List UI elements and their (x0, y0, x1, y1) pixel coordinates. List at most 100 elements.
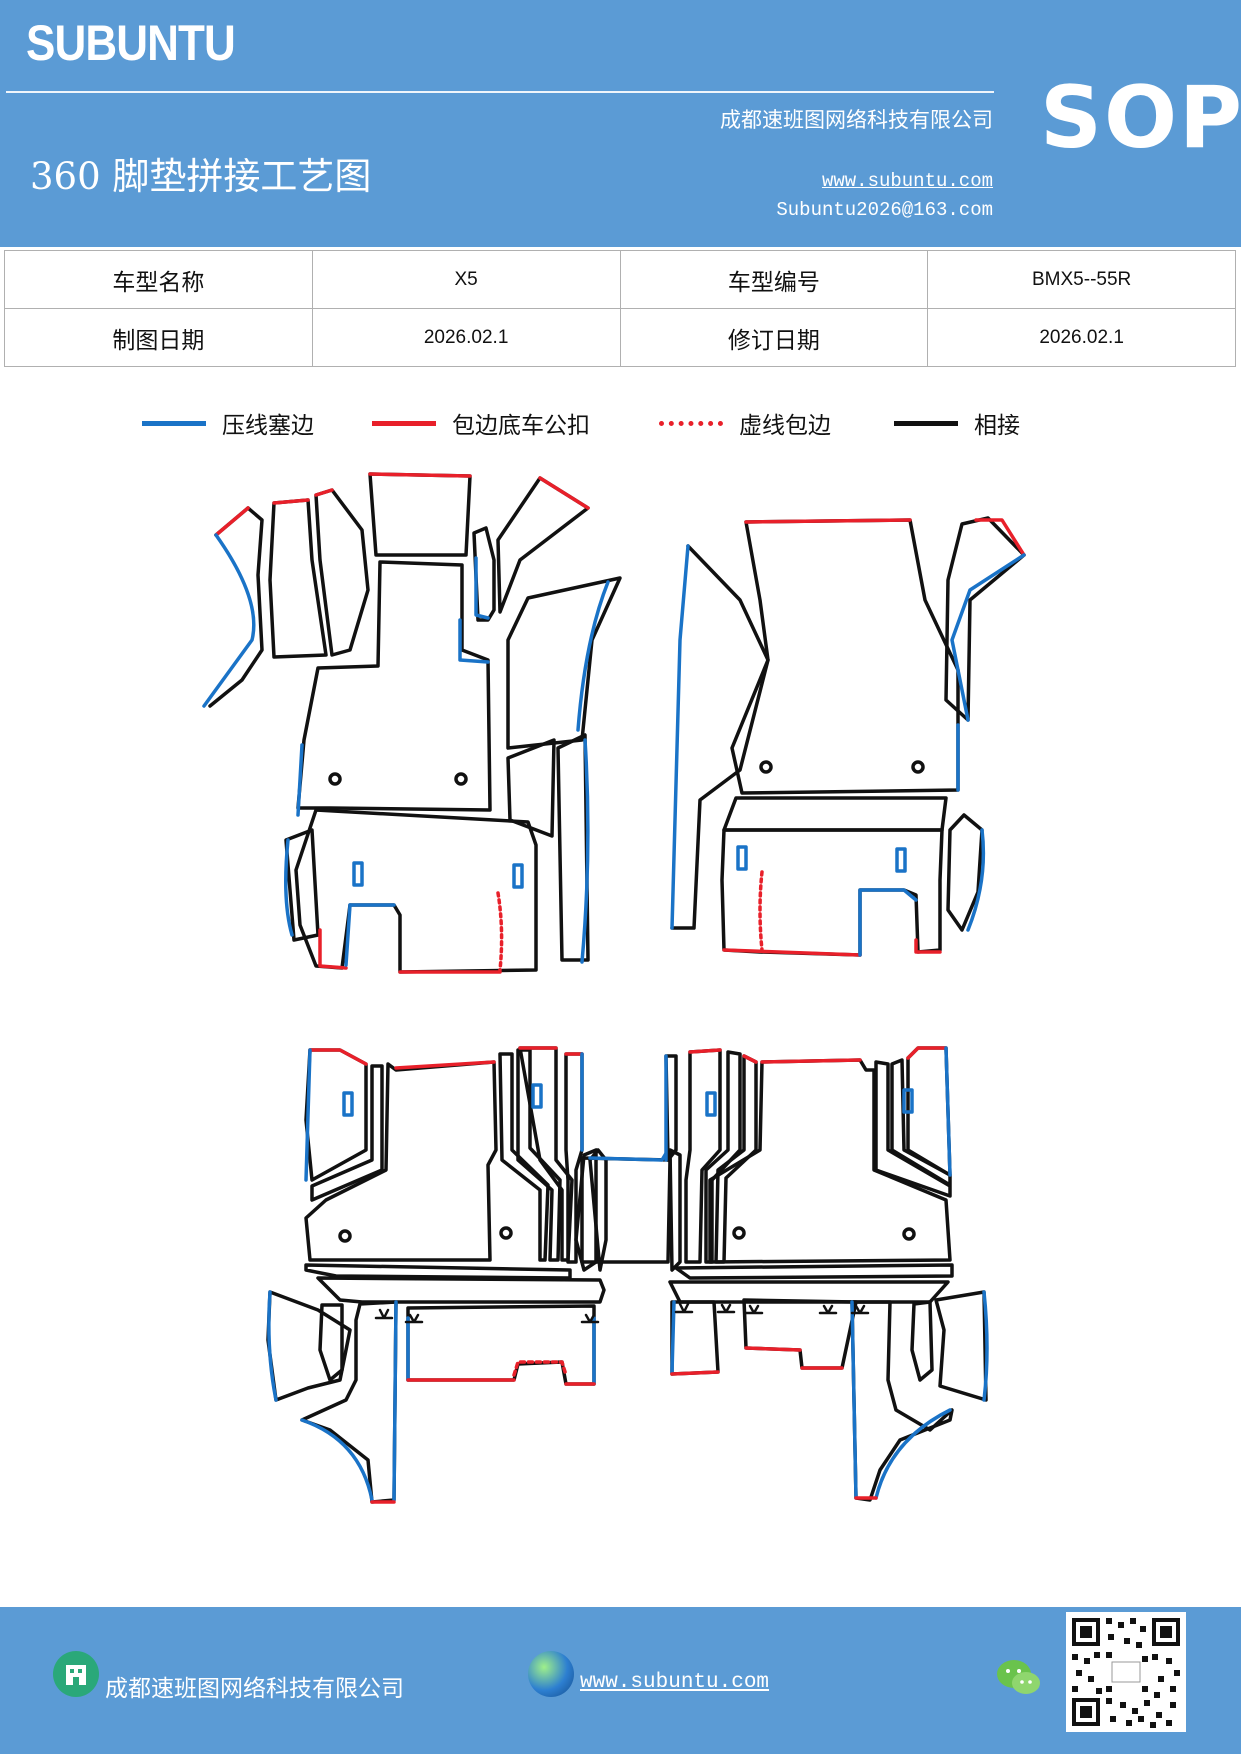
footer-company: 成都速班图网络科技有限公司 (105, 1676, 404, 1702)
mat-edge (944, 1046, 952, 1177)
mat-piece (294, 808, 538, 974)
mat-hole (338, 1229, 352, 1243)
mat-edge (272, 498, 310, 505)
legend-item-edge-buckle: 包边底车公扣 (372, 403, 590, 443)
page-title: 360 脚垫拼接工艺图 (30, 155, 372, 198)
legend-label: 压线塞边 (222, 413, 314, 439)
mat-edge (874, 1408, 952, 1500)
mat-edge (406, 1378, 596, 1386)
mat-edge (974, 518, 1026, 557)
mat-piece (850, 1300, 954, 1502)
mat-piece (310, 1064, 384, 1202)
mat-hole (499, 1226, 513, 1240)
revision-date-label: 修订日期 (619, 308, 929, 367)
mat-piece (668, 1148, 682, 1272)
header-divider (6, 91, 994, 93)
mat-piece (506, 576, 622, 750)
mat-piece (564, 1052, 584, 1264)
legend-item-joint: 相接 (894, 403, 1020, 443)
mat-edge (296, 743, 304, 817)
legend-label: 相接 (974, 413, 1020, 439)
mat-piece (472, 526, 496, 622)
mat-edge (580, 738, 590, 964)
mat-piece (304, 1060, 498, 1262)
mat-piece (944, 516, 1026, 722)
mat-piece (304, 1263, 572, 1280)
mat-edge (722, 948, 862, 957)
mat-slot (895, 847, 907, 873)
mat-edge (906, 1046, 948, 1060)
floor-mat-diagram (202, 472, 1026, 1504)
brand-logo: SUBUNTU (26, 15, 236, 71)
mat-edge (284, 838, 294, 937)
mat-edge (966, 828, 986, 932)
drawing-date-label: 制图日期 (4, 308, 313, 367)
mat-piece (674, 1263, 954, 1280)
mat-hole (911, 760, 925, 774)
clip-marker (374, 1308, 600, 1324)
mat-hole (328, 772, 342, 786)
revision-date-value: 2026.02.1 (927, 308, 1236, 367)
footer-website-link[interactable]: www.subuntu.com (580, 1671, 770, 1694)
qr-code[interactable] (1066, 1612, 1186, 1732)
mat-piece (708, 1058, 952, 1264)
footer: 成都速班图网络科技有限公司 www.subuntu.com (0, 1607, 1241, 1754)
mat-hole (454, 772, 468, 786)
mat-slot (902, 1088, 914, 1114)
mat-piece (670, 544, 770, 930)
mat-hole (902, 1227, 916, 1241)
mat-tunnel-group (574, 1148, 682, 1272)
legend-item-press-line: 压线塞边 (142, 403, 314, 443)
mat-edge (300, 1418, 374, 1502)
mat-edge (670, 1300, 676, 1374)
mat-piece (722, 796, 948, 832)
mat-hole (759, 760, 773, 774)
mat-edge (914, 938, 942, 954)
car-model-code-value: BMX5--55R (927, 250, 1236, 309)
mat-edge (850, 1300, 858, 1500)
mat-edge (394, 1060, 496, 1070)
mat-edge (512, 1360, 568, 1377)
mat-piece (890, 1058, 952, 1187)
drawing-date-value: 2026.02.1 (311, 308, 621, 367)
table-row: 制图日期 2026.02.1 修订日期 2026.02.1 (4, 308, 1236, 367)
mat-edge (458, 618, 490, 664)
mat-slot (342, 1091, 354, 1117)
mat-piece (316, 1276, 606, 1304)
mat-piece (946, 813, 984, 932)
mat-piece (296, 560, 492, 812)
mat-piece (506, 738, 556, 838)
globe-icon (528, 1651, 574, 1697)
mat-piece (368, 472, 472, 557)
mat-edge (744, 518, 912, 524)
mat-edge (950, 553, 1026, 722)
mat-piece (588, 1148, 608, 1272)
mat-slot (352, 861, 364, 887)
mat-piece (742, 1298, 858, 1370)
legend-swatch (372, 420, 436, 426)
mat-piece (498, 1052, 550, 1262)
mat-edge (538, 476, 590, 510)
mat-slot (736, 845, 748, 871)
mat-piece (730, 518, 960, 795)
mat-edge (202, 533, 256, 708)
mat-rear-left-group (266, 1046, 606, 1504)
car-model-code-label: 车型编号 (619, 250, 929, 309)
mat-piece (266, 1290, 352, 1402)
mat-edge (742, 1054, 758, 1064)
mat-rear-right-group (664, 1046, 989, 1502)
mat-edge (760, 1058, 862, 1064)
wechat-icon[interactable] (995, 1657, 1043, 1699)
clip-marker (674, 1302, 870, 1315)
mat-edge (858, 888, 918, 957)
legend-item-dotted-edge: 虚线包边 (659, 403, 831, 443)
legend-label: 虚线包边 (739, 413, 831, 439)
mat-piece (318, 1303, 344, 1382)
mat-edge (576, 580, 610, 732)
mat-edge (670, 544, 690, 930)
mat-edge (318, 928, 348, 970)
mat-piece (304, 1048, 368, 1182)
header-website-link[interactable]: www.subuntu.com (821, 170, 993, 192)
mat-piece (668, 1280, 950, 1304)
mat-edge (496, 891, 504, 972)
